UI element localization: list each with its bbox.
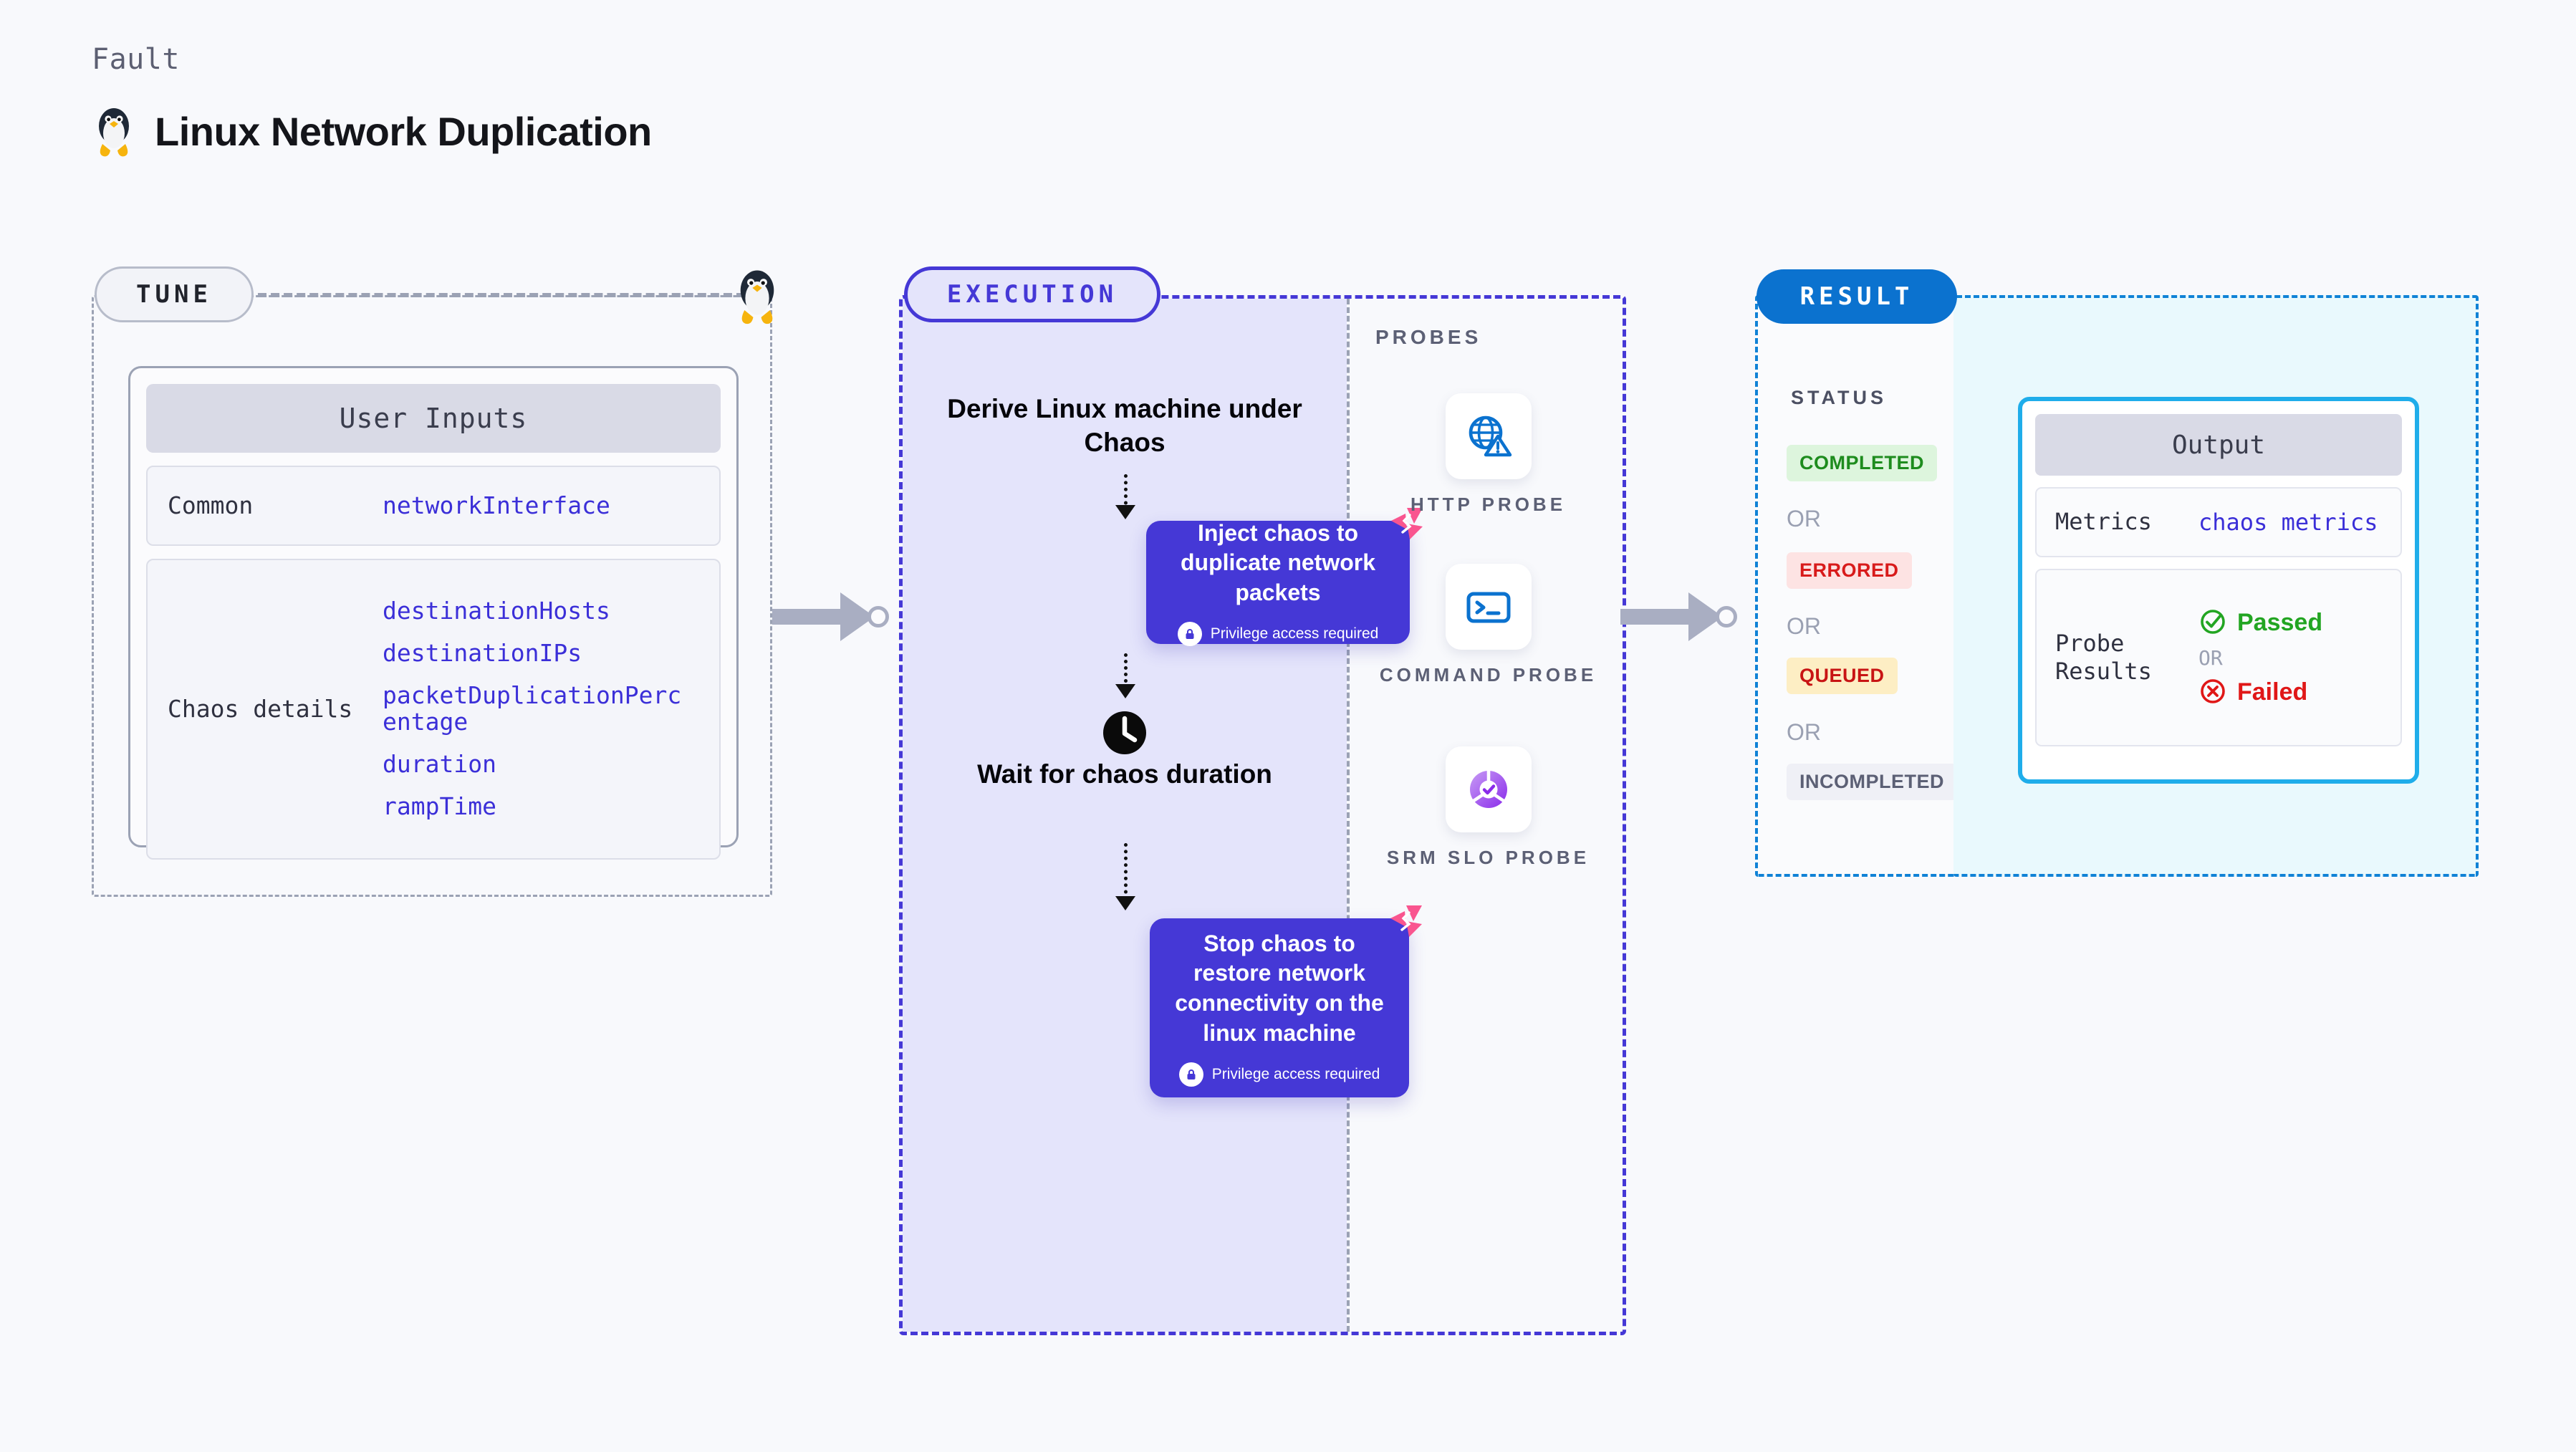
clock-icon [1099, 707, 1150, 762]
privilege-text: Privilege access required [1211, 1066, 1380, 1083]
status-badge-incompleted: INCOMPLETED [1787, 764, 1958, 800]
execution-panel-badge: EXECUTION [904, 266, 1160, 322]
tune-value: rampTime [383, 792, 496, 820]
litmus-chaos-icon [1388, 505, 1426, 546]
execution-panel [903, 299, 1347, 1332]
flow-arrow-head [1115, 896, 1135, 910]
probe-result-passed: Passed [2198, 607, 2322, 639]
connector-endpoint-dot [868, 606, 889, 628]
output-card-title: Output [2035, 414, 2402, 476]
execution-probes-container: Derive Linux machine under Chaos Inject … [899, 295, 1626, 1335]
output-row-probe-results: Probe Results Passed OR [2035, 569, 2402, 746]
output-row-key: Metrics [2055, 508, 2152, 536]
tune-value: duration [383, 749, 496, 778]
flow-arrow-line [1124, 653, 1128, 689]
tune-panel-badge: TUNE [95, 266, 254, 322]
probe-item-http[interactable]: HTTP PROBE [1347, 393, 1630, 517]
status-badge-completed: COMPLETED [1787, 445, 1938, 481]
litmus-chaos-icon [1388, 903, 1425, 943]
result-output-panel: Output Metrics chaos metrics Probe Resul… [1953, 295, 2479, 877]
tune-row-chaos-details: Chaos details destinationHosts destinati… [146, 559, 721, 860]
check-circle-icon [2198, 607, 2227, 639]
output-row-value: chaos metrics [2198, 509, 2378, 536]
page-title-row: Linux Network Duplication [92, 105, 652, 158]
output-row-metrics: Metrics chaos metrics [2035, 487, 2402, 557]
probe-label: COMMAND PROBE [1379, 664, 1597, 686]
terminal-icon [1445, 564, 1532, 650]
connector-endpoint-dot [1716, 606, 1737, 628]
tune-value: packetDuplicationPercentage [383, 681, 682, 736]
flow-arrow-head [1115, 684, 1135, 698]
tune-row-values: destinationHosts destinationIPs packetDu… [383, 597, 683, 820]
tune-row-values: networkInterface [383, 491, 610, 519]
lock-icon [1177, 622, 1202, 647]
tune-connector-line [258, 293, 745, 297]
connector-shaft [1620, 609, 1688, 625]
tune-row-key: Chaos details [168, 695, 353, 723]
connector-tune-to-execution [772, 592, 889, 641]
flow-arrow-line [1124, 474, 1128, 511]
probe-label: HTTP PROBE [1410, 494, 1567, 515]
lock-icon [1178, 1062, 1203, 1087]
flow-arrow-line [1124, 843, 1128, 900]
probe-result-failed: Failed [2198, 677, 2322, 708]
probe-or-separator: OR [2198, 645, 2223, 670]
stop-chaos-title: Stop chaos to restore network connectivi… [1175, 930, 1384, 1046]
probe-passed-label: Passed [2237, 609, 2323, 636]
status-or-separator: OR [1787, 613, 1821, 639]
privilege-row: Privilege access required [1177, 622, 1379, 647]
status-or-separator: OR [1787, 506, 1821, 532]
status-label: STATUS [1791, 387, 1887, 408]
fault-eyebrow-label: Fault [92, 43, 180, 76]
output-card: Output Metrics chaos metrics Probe Resul… [2018, 397, 2419, 784]
page-title: Linux Network Duplication [155, 108, 652, 154]
connector-execution-to-result [1620, 592, 1737, 641]
privilege-text: Privilege access required [1210, 625, 1379, 643]
tune-panel: User Inputs Common networkInterface Chao… [92, 295, 772, 897]
probe-item-srm-slo[interactable]: SRM SLO PROBE [1347, 746, 1630, 870]
probes-label: PROBES [1375, 326, 1482, 348]
slo-donut-check-icon [1445, 746, 1532, 832]
probe-item-command[interactable]: COMMAND PROBE [1347, 564, 1630, 688]
privilege-row: Privilege access required [1178, 1062, 1380, 1087]
wait-duration-text: Wait for chaos duration [977, 759, 1272, 789]
status-badge-errored: ERRORED [1787, 552, 1912, 589]
flow-arrow-head [1115, 505, 1135, 519]
result-panel-badge: RESULT [1756, 269, 1957, 324]
connector-shaft [772, 609, 840, 625]
tune-value: networkInterface [383, 491, 610, 519]
globe-warning-icon [1445, 393, 1532, 479]
status-or-separator: OR [1787, 719, 1821, 745]
output-row-key: Probe Results [2055, 629, 2152, 685]
x-circle-icon [2198, 677, 2227, 708]
probe-result-values: Passed OR Failed [2198, 607, 2322, 708]
tune-row-key: Common [168, 491, 254, 520]
probe-failed-label: Failed [2237, 678, 2308, 706]
linux-tux-icon [92, 105, 136, 158]
tune-value: destinationIPs [383, 639, 582, 668]
status-badge-queued: QUEUED [1787, 658, 1898, 694]
linux-tux-corner-icon [732, 266, 782, 325]
user-inputs-title: User Inputs [146, 384, 721, 453]
stop-chaos-card[interactable]: Stop chaos to restore network connectivi… [1150, 905, 1422, 1097]
inject-chaos-title: Inject chaos to duplicate network packet… [1180, 519, 1376, 605]
tune-row-common: Common networkInterface [146, 466, 721, 546]
probes-divider [1347, 299, 1350, 1332]
derive-machine-text: Derive Linux machine under Chaos [947, 394, 1302, 458]
tune-value: destinationHosts [383, 597, 610, 625]
result-status-panel: STATUS COMPLETED OR ERRORED OR QUEUED OR… [1755, 295, 1958, 877]
user-inputs-card: User Inputs Common networkInterface Chao… [128, 366, 739, 860]
page-header: Fault Linux Network Duplication [92, 43, 652, 158]
inject-chaos-card[interactable]: Inject chaos to duplicate network packet… [1146, 508, 1423, 647]
probe-label: SRM SLO PROBE [1386, 847, 1590, 868]
